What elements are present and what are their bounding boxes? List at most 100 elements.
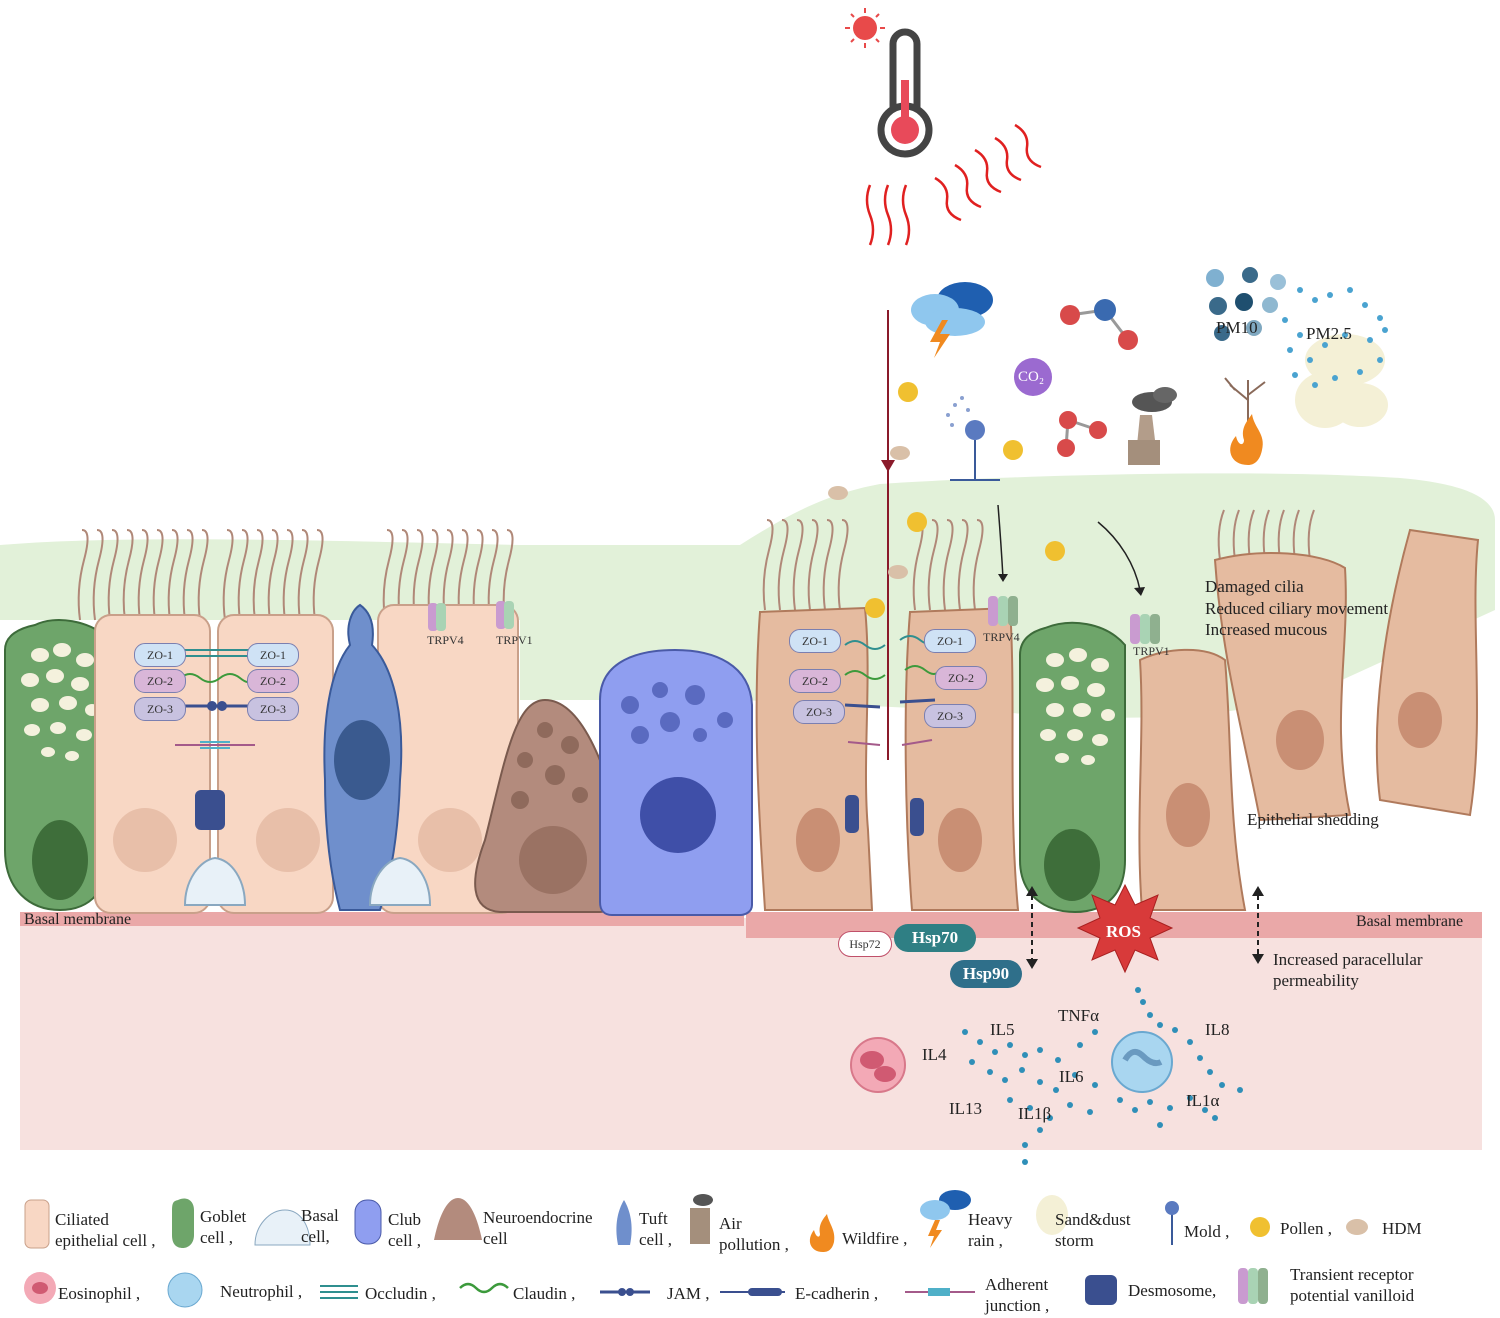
thermometer-icon	[877, 28, 933, 158]
cytokine-il6: IL6	[1059, 1067, 1084, 1086]
legend-trpv-icon	[1238, 1268, 1268, 1304]
epithelial-shedding-label: Epithelial shedding	[1247, 810, 1379, 829]
tuft-nucleus	[334, 720, 390, 800]
legend-eosinophil-icon	[24, 1272, 56, 1304]
club-granules	[621, 682, 733, 744]
cytokine-particles	[962, 987, 1243, 1165]
legend-claudin-icon	[459, 1282, 509, 1294]
goblet-nucleus-right	[1044, 829, 1100, 901]
nucleus	[256, 808, 320, 872]
wildfire-icon	[1224, 377, 1266, 465]
legend-neutrophil-label: Neutrophil ,	[220, 1282, 303, 1301]
eosinophil-cell	[850, 1037, 906, 1093]
co2-label: CO₂	[1018, 369, 1045, 385]
zo3-left-b: ZO-3	[247, 697, 299, 721]
air-pollution-icon	[1128, 387, 1177, 465]
legend-wildfire-label: Wildfire ,	[842, 1229, 908, 1248]
cytokine-il5: IL5	[990, 1020, 1015, 1039]
deposition-arrow	[997, 504, 1004, 579]
nucleus	[938, 808, 982, 872]
cilia-left	[77, 529, 514, 621]
legend-tuft-label: Tuft cell ,	[639, 1209, 673, 1249]
legend-basal-icon	[254, 1209, 311, 1246]
damage-line-2: Reduced ciliary movement	[1205, 599, 1389, 618]
pm25-particles	[1282, 287, 1388, 388]
legend-air-pollution-label: Air pollution ,	[719, 1214, 789, 1254]
legend-adherent-junction-label: Adherent junction ,	[985, 1275, 1050, 1315]
goblet-granules-left	[21, 643, 99, 761]
legend-adherent-junction-icon	[905, 1288, 975, 1296]
permeability-line-2: permeability	[1273, 971, 1359, 990]
zo3-right-b: ZO-3	[924, 704, 976, 728]
neutrophil-cell	[1111, 1031, 1173, 1093]
exposure-arrowhead	[881, 460, 895, 472]
pollen-icons	[865, 382, 1065, 618]
damaged-cell-3	[1138, 648, 1247, 911]
nucleus	[418, 808, 482, 872]
legend-trpv-label: Transient receptor potential vanilloid	[1290, 1265, 1415, 1305]
heat-wave-arrows	[865, 123, 1042, 246]
hsp90-pill: Hsp90	[950, 960, 1022, 988]
legend-jam-label: JAM ,	[667, 1284, 710, 1303]
sand-dust-cloud	[1295, 334, 1388, 428]
trpv1-label-left: TRPV1	[496, 633, 533, 647]
nucleus	[796, 808, 840, 872]
damaged-ciliated-cell-2	[904, 606, 1020, 911]
shedding-cell-2	[1375, 528, 1480, 817]
legend-icons	[24, 1190, 1368, 1308]
legend-ecadherin-icon	[720, 1288, 785, 1296]
nucleus	[113, 808, 177, 872]
legend-heavy-rain-label: Heavy rain ,	[968, 1210, 1013, 1250]
legend-wildfire-icon	[809, 1214, 835, 1252]
legend-neutrophil-icon	[167, 1272, 203, 1308]
legend-ecadherin-label: E-cadherin ,	[795, 1284, 879, 1303]
neuroendocrine-nucleus	[519, 826, 587, 894]
goblet-nucleus-left	[32, 820, 88, 900]
zo2-right-b: ZO-2	[935, 666, 987, 690]
legend-heavy-rain-icon	[920, 1190, 971, 1248]
pm25-label: PM2.5	[1306, 324, 1352, 343]
basal-cell-left-1	[183, 856, 247, 906]
neuroendocrine-granules	[511, 722, 588, 809]
legend-neuroendocrine-icon	[434, 1198, 482, 1240]
permeability-line-1: Increased paracellular	[1273, 950, 1423, 969]
legend-hdm-icon	[1346, 1219, 1368, 1235]
trpv4-label-left: TRPV4	[427, 633, 464, 647]
club-nucleus	[640, 777, 716, 853]
zo2-left-b: ZO-2	[247, 669, 299, 693]
legend-tuft-icon	[616, 1200, 632, 1245]
legend-basal-label: Basal cell,	[301, 1206, 339, 1246]
mold-icon	[946, 396, 1000, 481]
legend-sand-dust-icon	[1036, 1195, 1068, 1235]
legend-desmosome-label: Desmosome,	[1128, 1281, 1217, 1300]
legend-jam-icon	[600, 1288, 650, 1296]
zo1-right-b: ZO-1	[924, 629, 976, 653]
cytokine-il4: IL4	[922, 1045, 947, 1064]
cytokine-il8: IL8	[1205, 1020, 1230, 1039]
basal-membrane-label-left: Basal membrane	[24, 911, 132, 928]
hdm-icons	[828, 446, 910, 579]
legend-neuroendocrine-label: Neuroendocrine cell	[483, 1208, 593, 1248]
junction-complex-left	[175, 649, 255, 830]
goblet-granules-right	[1036, 648, 1115, 765]
legend-desmosome-icon	[1085, 1275, 1117, 1305]
permeability-arrows	[1031, 895, 1259, 960]
basal-membrane-label-right: Basal membrane	[1356, 913, 1464, 930]
submucosa-layer	[20, 918, 1482, 1150]
legend-eosinophil-label: Eosinophil ,	[58, 1284, 141, 1303]
trpv-channel-icons	[428, 596, 1160, 644]
hsp72-pill: Hsp72	[838, 931, 892, 957]
deposition-arrow	[1097, 521, 1141, 591]
legend-hdm-label: HDM	[1382, 1219, 1422, 1238]
ros-label: ROS	[1106, 922, 1141, 941]
nucleus	[1398, 692, 1442, 748]
hsp70-pill: Hsp70	[894, 924, 976, 952]
legend-mold-icon	[1165, 1201, 1179, 1245]
damage-line-3: Increased mucous	[1205, 620, 1328, 639]
sun-icon	[845, 8, 885, 48]
permeability-arrowheads	[1026, 886, 1264, 969]
pm10-particles	[1206, 267, 1286, 341]
trpv4-label-right: TRPV4	[983, 630, 1020, 644]
legend-ciliated-label: Ciliated epithelial cell ,	[55, 1210, 156, 1250]
